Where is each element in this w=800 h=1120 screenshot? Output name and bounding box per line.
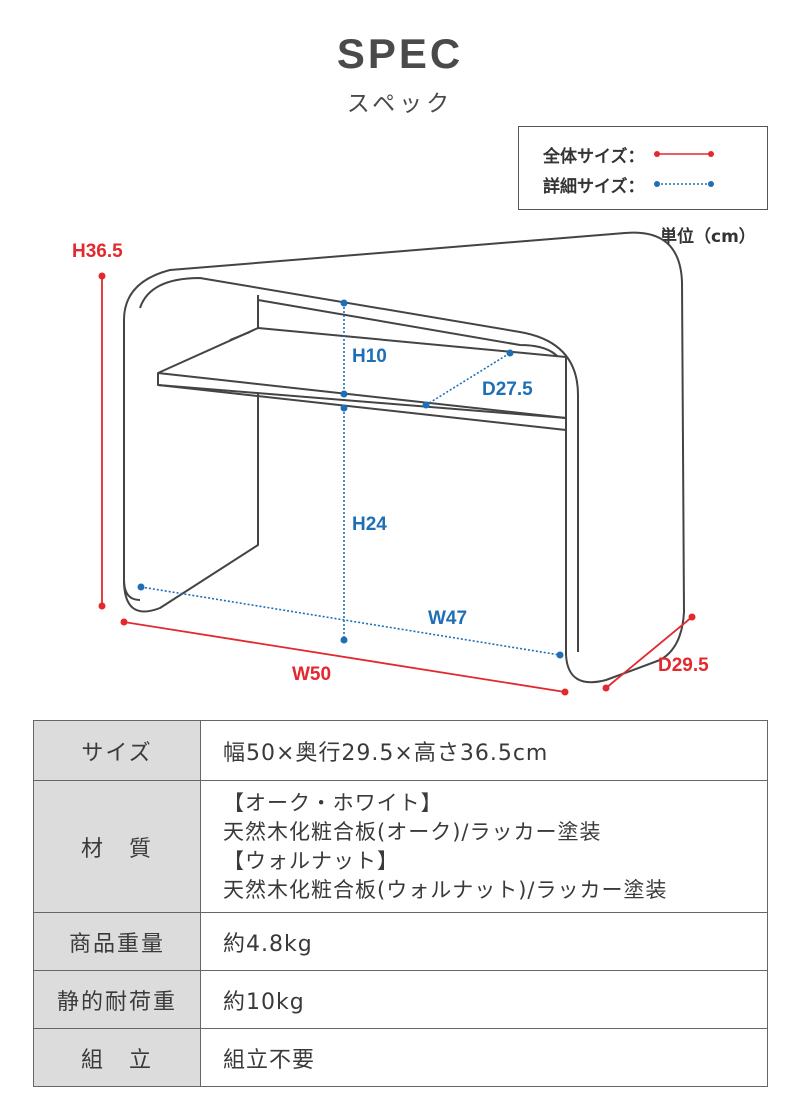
- material-line: 【ウォルナット】: [223, 848, 399, 873]
- page-title: SPEC: [336, 30, 464, 77]
- spec-value-load: 約10kg: [200, 970, 768, 1029]
- overall-width-line: [120, 618, 569, 696]
- inner-width-line: [137, 583, 564, 659]
- spec-table: サイズ 幅50×奥行29.5×高さ36.5cm 材 質 【オーク・ホワイト】 天…: [33, 720, 768, 1087]
- legend-overall-label: 全体サイズ：: [543, 146, 645, 167]
- material-line: 【オーク・ホワイト】: [223, 790, 443, 815]
- overall-depth-line: [602, 613, 696, 692]
- overall-depth-label: D29.5: [658, 655, 709, 676]
- spec-label-material: 材 質: [33, 780, 201, 913]
- unit-label: 単位（cm）: [660, 227, 756, 247]
- legend-detail-line: [653, 181, 714, 187]
- page-subtitle: スペック: [346, 91, 454, 117]
- material-line: 天然木化粧合板(ウォルナット)/ラッカー塗装: [223, 877, 668, 902]
- overall-width-label: W50: [292, 664, 331, 685]
- legend-detail-label: 詳細サイズ：: [543, 176, 645, 197]
- spec-value-assembly: 組立不要: [200, 1028, 768, 1087]
- overall-height-line: [98, 272, 106, 610]
- spec-value-material: 【オーク・ホワイト】 天然木化粧合板(オーク)/ラッカー塗装 【ウォルナット】 …: [200, 780, 768, 913]
- shelf-depth-line: [422, 349, 514, 409]
- lower-height-line: [340, 404, 348, 644]
- lower-height-label: H24: [352, 514, 387, 535]
- spec-row-weight: 商品重量 約4.8kg: [33, 912, 768, 971]
- legend-detail: 詳細サイズ：: [543, 171, 717, 197]
- spec-label-assembly: 組 立: [33, 1028, 201, 1087]
- legend-overall-line: [653, 151, 714, 157]
- material-line: 天然木化粧合板(オーク)/ラッカー塗装: [223, 819, 602, 844]
- shelf-depth-label: D27.5: [482, 379, 533, 400]
- spec-label-load: 静的耐荷重: [33, 970, 201, 1029]
- side-table-drawing: [123, 231, 685, 684]
- overall-height-label: H36.5: [72, 241, 123, 262]
- spec-row-size: サイズ 幅50×奥行29.5×高さ36.5cm: [33, 720, 768, 781]
- spec-label-weight: 商品重量: [33, 912, 201, 971]
- spec-value-size: 幅50×奥行29.5×高さ36.5cm: [200, 720, 768, 781]
- spec-label-size: サイズ: [33, 720, 201, 781]
- spec-row-assembly: 組 立 組立不要: [33, 1028, 768, 1087]
- shelf-height-label: H10: [352, 346, 387, 367]
- spec-row-material: 材 質 【オーク・ホワイト】 天然木化粧合板(オーク)/ラッカー塗装 【ウォルナ…: [33, 780, 768, 913]
- product-dimension-diagram: H36.5 W50 D29.5 H10 D27.5 H24 W47: [72, 231, 709, 696]
- dimension-legend: 全体サイズ： 詳細サイズ：: [518, 126, 768, 210]
- shelf-height-line: [340, 299, 348, 398]
- inner-width-label: W47: [428, 608, 467, 629]
- legend-overall: 全体サイズ：: [543, 141, 717, 167]
- spec-value-weight: 約4.8kg: [200, 912, 768, 971]
- spec-row-load: 静的耐荷重 約10kg: [33, 970, 768, 1029]
